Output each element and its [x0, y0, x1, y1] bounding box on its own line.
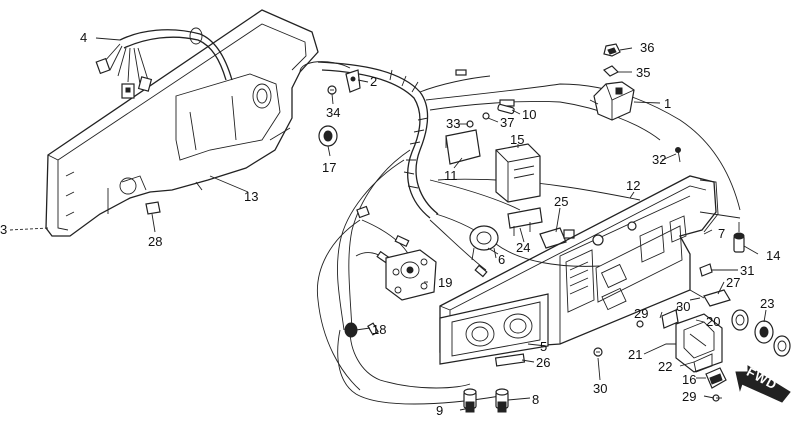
callout-27: 27 — [726, 275, 740, 290]
part-23-lamp-lens — [731, 309, 791, 357]
callout-24: 24 — [516, 240, 530, 255]
part-11-bracket — [445, 129, 481, 165]
callout-14: 14 — [766, 248, 780, 263]
part-7-panel-cover — [699, 179, 719, 233]
part-29-screw-upper — [636, 320, 644, 328]
callout-10: 10 — [522, 107, 536, 122]
part-2-clip — [345, 69, 361, 93]
callout-33: 32 — [652, 152, 666, 167]
callout-28: 28 — [148, 234, 162, 249]
callout-20: 20 — [706, 314, 720, 329]
part-37-nut — [603, 43, 621, 57]
part-16-knob — [705, 367, 727, 389]
part-4-harness-connector — [95, 27, 233, 99]
part-33-screw — [675, 147, 681, 163]
callout-25: 25 — [554, 194, 568, 209]
callout-11: 11 — [444, 168, 458, 183]
part-30-bracket — [661, 309, 679, 329]
callout-5: 5 — [540, 339, 547, 354]
callout-17: 17 — [322, 160, 336, 175]
callout-1: 1 — [664, 96, 671, 111]
part-31-screw — [593, 347, 603, 357]
callout-29-upper: 29 — [634, 306, 648, 321]
callout-16: 16 — [682, 372, 696, 387]
callout-4: 4 — [80, 30, 87, 45]
callout-31: 30 — [593, 381, 607, 396]
callout-34: 33 — [446, 116, 460, 131]
callout-12: 12 — [626, 178, 640, 193]
part-36-bolt — [602, 65, 620, 77]
callout-21: 21 — [628, 347, 642, 362]
callout-19: 19 — [438, 275, 452, 290]
callout-26: 26 — [536, 355, 550, 370]
callout-22: 22 — [658, 359, 672, 374]
callout-37: 36 — [640, 40, 654, 55]
part-35-screw — [327, 85, 337, 95]
part-14-switch — [733, 222, 745, 253]
callout-labels: 4 3 2 34 17 28 13 1 36 35 10 37 33 11 15… — [0, 30, 780, 418]
callout-23: 23 — [760, 296, 774, 311]
part-38-screw — [482, 112, 490, 120]
callout-7: 7 — [718, 226, 725, 241]
callout-32: 31 — [740, 263, 754, 278]
callout-8: 8 — [532, 392, 539, 407]
callout-30-label: 30 — [676, 299, 690, 314]
part-6-switch — [469, 225, 499, 261]
callout-6: 6 — [498, 252, 505, 267]
part-32-clip — [699, 263, 713, 277]
callout-18: 18 — [372, 322, 386, 337]
part-25-fuse-holder — [539, 227, 575, 249]
callout-38: 37 — [500, 115, 514, 130]
part-17-grommet — [318, 125, 338, 147]
part-29-screw-lower — [712, 394, 722, 402]
part-18-grommet — [344, 322, 358, 338]
callout-36: 35 — [636, 65, 650, 80]
callout-35: 34 — [326, 105, 340, 120]
part-1-relay — [589, 81, 635, 121]
part-27-socket — [689, 289, 731, 307]
part-8-bulb-socket — [495, 388, 509, 413]
callout-29-lower: 29 — [682, 389, 696, 404]
part-15-module — [495, 143, 541, 203]
part-13-upper-case — [45, 9, 319, 237]
part-19-ignition-switch — [385, 249, 437, 301]
part-26-indicator — [494, 353, 526, 367]
leader-lines — [9, 37, 767, 411]
part-20-gauge — [675, 313, 723, 373]
fwd-arrow — [735, 365, 791, 403]
part-28-clip — [145, 201, 161, 215]
callout-15: 15 — [510, 132, 524, 147]
callout-2: 2 — [370, 74, 377, 89]
callout-9: 9 — [436, 403, 443, 418]
callout-13: 13 — [244, 189, 258, 204]
wire-harness — [299, 61, 741, 405]
part-24-switch-bracket — [507, 207, 543, 236]
part-5-meter-panel — [439, 293, 549, 365]
callout-3: 3 — [0, 222, 7, 237]
